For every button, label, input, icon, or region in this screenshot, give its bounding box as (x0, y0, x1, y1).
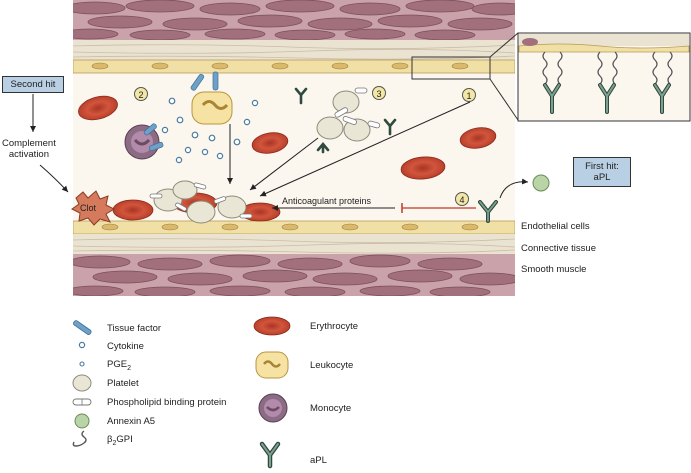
activated-platelets (294, 87, 397, 154)
connective-tissue-label: Connective tissue (521, 243, 596, 254)
step-3-badge: 3 (372, 86, 386, 100)
step-2-badge: 2 (134, 87, 148, 101)
lumen-erythrocytes (78, 95, 497, 180)
clot-label: Clot (80, 203, 97, 213)
endothelial-cells-label: Endothelial cells (521, 221, 590, 232)
annexin-a5-particle (532, 174, 550, 192)
legend-label-phospholipid-binding-protein: Phospholipid binding protein (107, 397, 227, 408)
complement-arrow (39, 164, 69, 193)
lumen-leukocyte (190, 71, 233, 125)
legend-label-tissue-factor: Tissue factor (107, 323, 162, 334)
anticoagulant-label: Anticoagulant proteins (282, 196, 372, 206)
first-hit-apl (478, 200, 498, 223)
zoom-inset (517, 32, 691, 122)
legend-label-apl-antibody: aPL (310, 455, 327, 466)
legend-label-pge2: PGE2 (107, 359, 131, 372)
lumen-monocyte (124, 123, 164, 160)
first-hit-box: First hit: aPL (573, 157, 631, 187)
zoom-source-box (411, 56, 491, 80)
thrombus (112, 180, 281, 224)
step1-to-clot-arrow (259, 101, 471, 197)
legend-label-b2gpi: β2GPI (107, 434, 133, 447)
top-muscle-cells (73, 0, 515, 41)
legend-label-erythrocyte: Erythrocyte (310, 321, 359, 332)
legend-label-cytokine: Cytokine (107, 341, 144, 352)
step-1-badge: 1 (462, 88, 476, 102)
bottom-muscle-cells (73, 254, 515, 296)
platelet-to-clot-arrow (249, 137, 319, 191)
legend-label-monocyte: Monocyte (310, 403, 352, 414)
complement-activation-label: Complement activation (2, 138, 56, 160)
legend-label-platelet: Platelet (107, 378, 139, 389)
step-4-badge: 4 (455, 192, 469, 206)
second-hit-label: Second hit (10, 79, 56, 90)
legend-label-leukocyte: Leukocyte (310, 360, 354, 371)
legend-icons (72, 316, 291, 469)
smooth-muscle-label: Smooth muscle (521, 264, 587, 275)
annexin-arrow (499, 178, 529, 199)
cytokine-dots (161, 97, 259, 164)
second-hit-box: Second hit (2, 76, 64, 93)
legend-label-annexin-a5: Annexin A5 (107, 416, 156, 427)
top-endothelium (73, 59, 515, 74)
clot-starburst (71, 190, 116, 226)
